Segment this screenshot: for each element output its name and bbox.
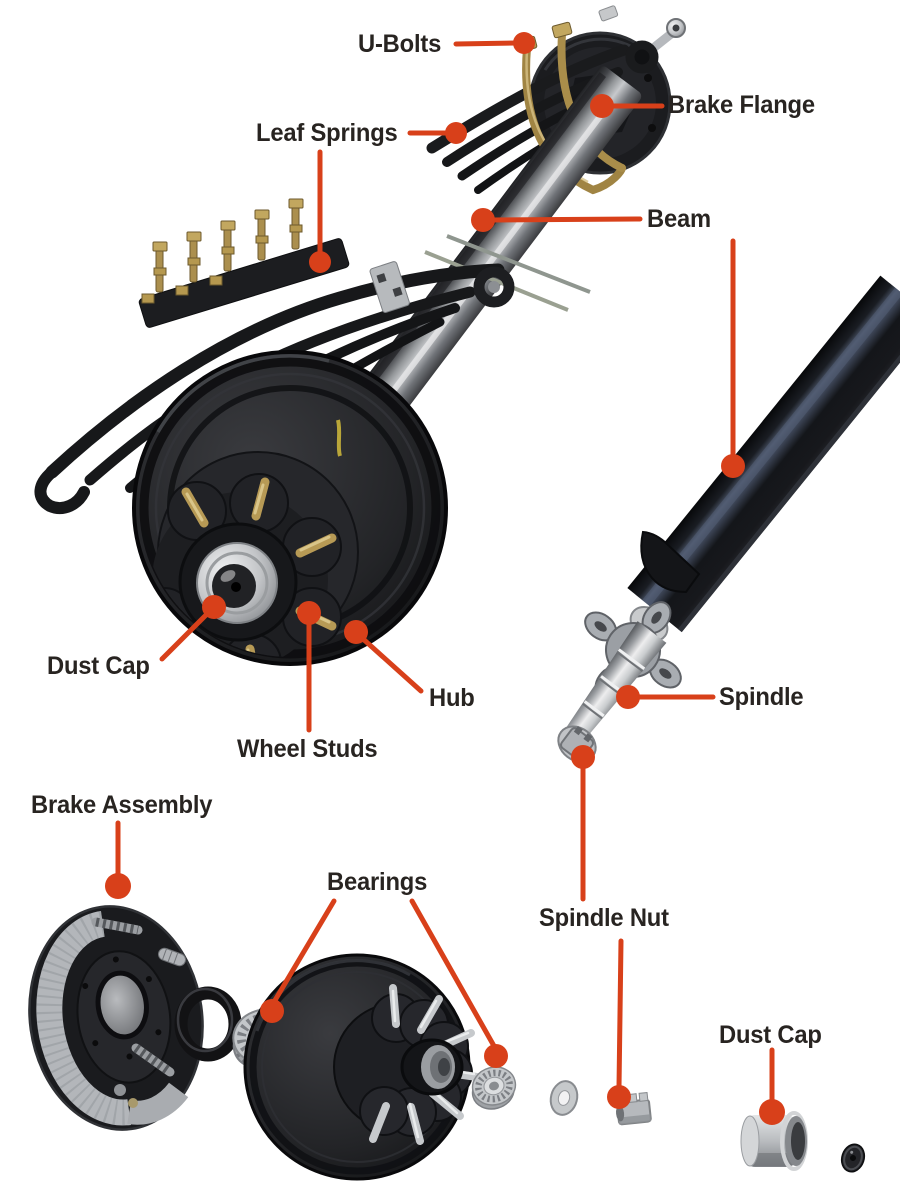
dot-dust-cap-top: [202, 595, 226, 619]
dot-bearings-right: [484, 1044, 508, 1068]
dot-u-bolts: [513, 32, 535, 54]
rubber-plug-part: [840, 1143, 866, 1173]
dot-leaf-springs-down: [309, 251, 331, 273]
label-hub: Hub: [429, 684, 475, 712]
assembled-axle-illustration: [34, 5, 686, 666]
dot-spindle: [616, 685, 640, 709]
brake-rod: [446, 234, 591, 294]
dot-spindle-nut-down: [607, 1085, 631, 1109]
leader-lines: [115, 40, 775, 1105]
leader-u-bolts: [453, 40, 519, 47]
label-wheel-studs: Wheel Studs: [237, 735, 378, 763]
yellow-paint-mark: [336, 419, 342, 457]
brake-adjuster: [157, 947, 187, 967]
dot-brake-flange: [590, 94, 614, 118]
label-dust-cap-bottom: Dust Cap: [719, 1021, 822, 1049]
label-brake-assembly: Brake Assembly: [31, 791, 213, 819]
dust-cap-exploded-part: [740, 1111, 808, 1171]
leader-bearings-left: [271, 898, 337, 1005]
dot-spindle-nut-up: [571, 745, 595, 769]
bare-axle-beam-illustration: [557, 275, 900, 766]
hub-part: [243, 953, 481, 1181]
label-spindle-nut: Spindle Nut: [539, 904, 669, 932]
brake-assembly-part: [28, 905, 204, 1131]
label-dust-cap-top: Dust Cap: [47, 652, 150, 680]
outer-bearing-part: [471, 1066, 517, 1110]
brake-spring: [131, 1043, 175, 1077]
label-brake-flange: Brake Flange: [668, 91, 815, 119]
label-spindle: Spindle: [719, 683, 804, 711]
leader-spindle-nut-down: [616, 938, 624, 1090]
dot-bearings-left: [260, 999, 284, 1023]
label-bearings: Bearings: [327, 868, 428, 896]
label-leaf-springs: Leaf Springs: [256, 119, 398, 147]
leader-dust-cap-top: [159, 609, 212, 662]
grease-seal-part: [174, 986, 242, 1062]
leader-beam-left: [489, 216, 643, 223]
spring-plate-bolts: [141, 198, 304, 304]
leader-hub: [359, 635, 424, 694]
beam-part: [627, 275, 900, 633]
leader-bearings-right: [409, 898, 497, 1049]
dot-hub: [344, 620, 368, 644]
dot-beam-down: [721, 454, 745, 478]
brake-rod: [424, 250, 569, 312]
spring-seat-plate: [138, 238, 350, 328]
dot-brake-assembly: [105, 873, 131, 899]
spring-seat-bracket: [640, 530, 701, 594]
label-beam: Beam: [647, 205, 711, 233]
leader-dots: [105, 32, 785, 1125]
dot-dust-cap-bottom: [759, 1099, 785, 1125]
washer-part: [549, 1080, 579, 1116]
label-u-bolts: U-Bolts: [358, 30, 442, 58]
dot-wheel-studs: [297, 601, 321, 625]
dot-beam-left: [471, 208, 495, 232]
exploded-hub-parts-illustration: [28, 905, 866, 1181]
dot-leaf-springs-right: [445, 122, 467, 144]
hub-drum-part: [132, 350, 448, 666]
